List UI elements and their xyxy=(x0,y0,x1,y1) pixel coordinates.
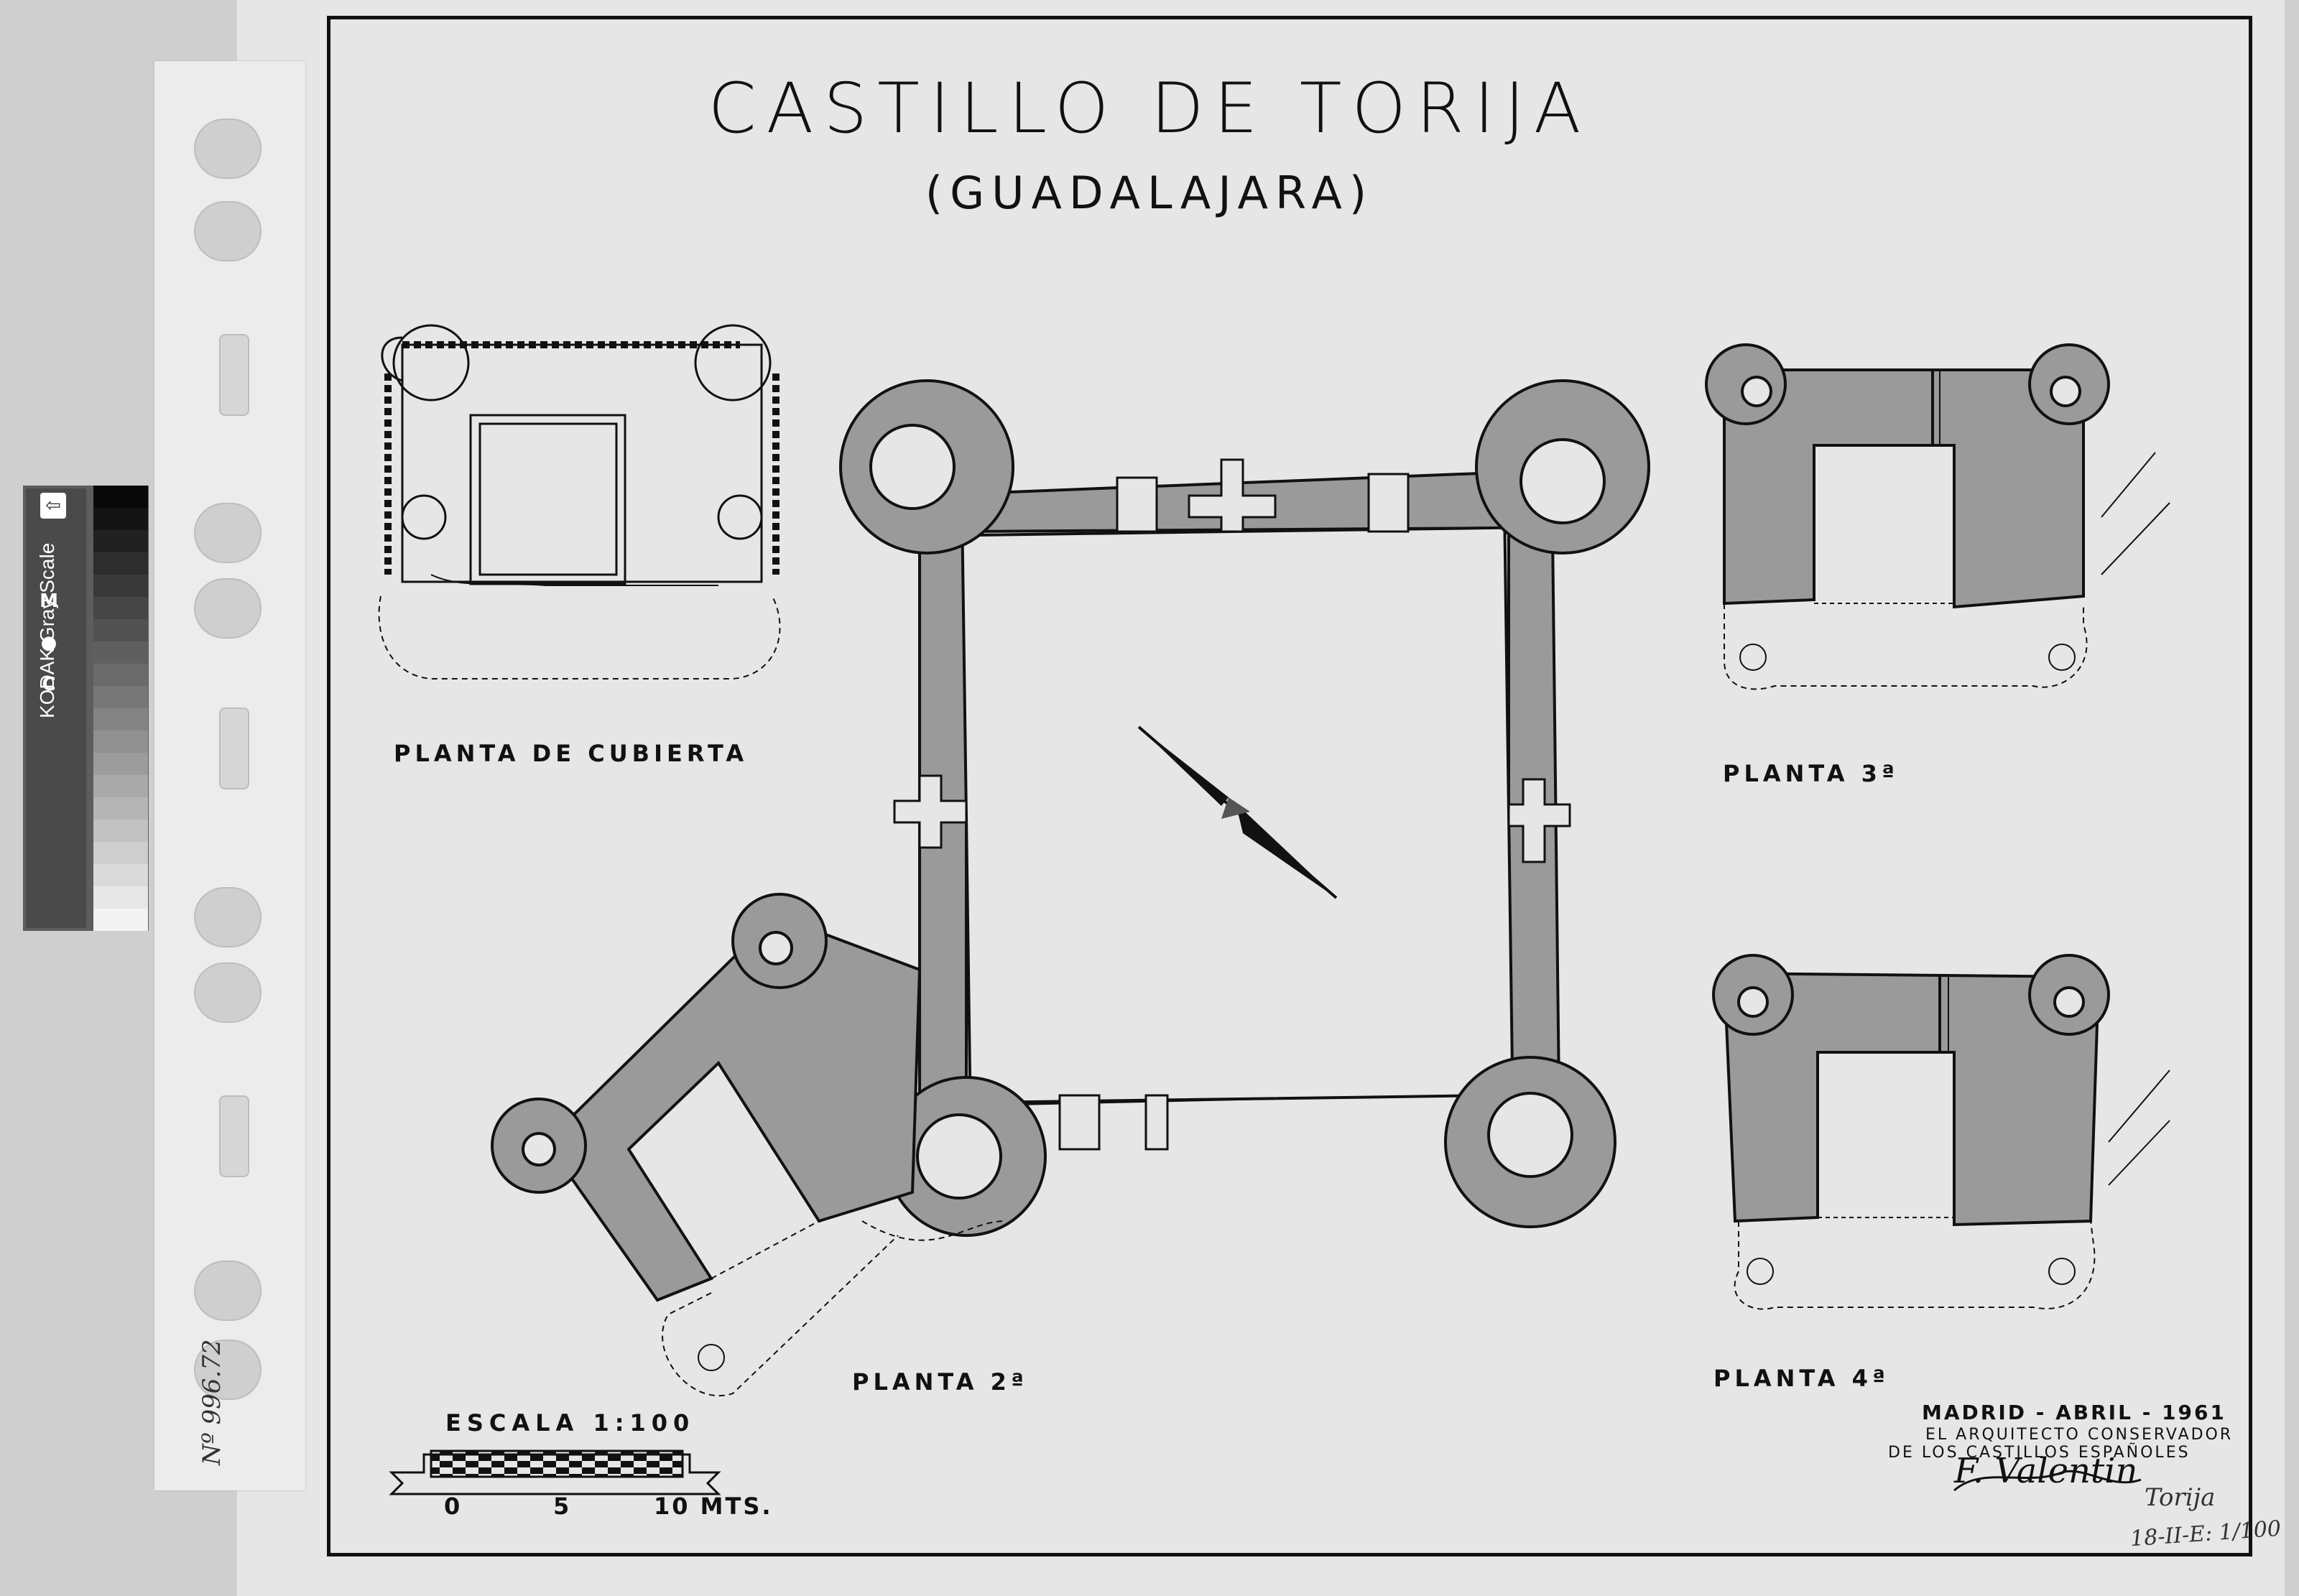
gray-patch xyxy=(93,730,148,753)
roof-tower-nw xyxy=(392,324,470,402)
label-floor2: PLANTA 2ª xyxy=(852,1368,1028,1396)
sheet-title: CASTILLO DE TORIJA xyxy=(708,68,1591,149)
binder-hole xyxy=(194,962,262,1023)
gray-patch xyxy=(93,575,148,597)
gray-patch xyxy=(93,797,148,820)
catalog-number: Nº 996.72 xyxy=(198,1339,226,1465)
scale-bar xyxy=(389,1449,721,1495)
kodak-c-label: C xyxy=(42,674,56,695)
credit-date: MADRID - ABRIL - 1961 xyxy=(1922,1401,2226,1424)
binder-hole xyxy=(194,887,262,947)
place-note: Torija xyxy=(2145,1483,2216,1512)
roof-plan xyxy=(378,324,781,679)
drawing-frame xyxy=(327,16,2252,1556)
label-roof-plan: PLANTA DE CUBIERTA xyxy=(394,740,749,767)
roof-keep-inner xyxy=(478,422,618,576)
gray-patch xyxy=(93,909,148,931)
scale-tick-0: 0 xyxy=(444,1493,465,1520)
floor3-plan xyxy=(1705,343,2170,690)
gray-patch xyxy=(93,664,148,686)
gray-patch xyxy=(93,886,148,909)
floor2-plan xyxy=(491,379,1650,1396)
gray-patch xyxy=(93,530,148,552)
north-arrow-icon xyxy=(1137,725,1338,899)
gray-patch xyxy=(93,820,148,842)
gray-patch xyxy=(93,597,148,619)
kodak-m-label: M xyxy=(40,590,58,612)
gray-patch xyxy=(93,486,148,508)
floor4-plan xyxy=(1712,954,2170,1310)
kodak-label-panel xyxy=(26,488,86,928)
scale-tick-10: 10 MTS. xyxy=(654,1493,773,1520)
scale-tick-5: 5 xyxy=(553,1493,574,1520)
binder-hole xyxy=(194,1340,262,1400)
gray-patch xyxy=(93,508,148,530)
kodak-arrow-icon: ⇦ xyxy=(40,493,66,519)
credit-line1: EL ARQUITECTO CONSERVADOR xyxy=(1925,1426,2234,1444)
binder-hole xyxy=(194,119,262,179)
gray-patch xyxy=(93,686,148,708)
label-floor4: PLANTA 4ª xyxy=(1713,1365,1889,1392)
gray-patch xyxy=(93,864,148,886)
kodak-color-marks: M ● C xyxy=(34,589,63,697)
binder-hole xyxy=(194,578,262,639)
gray-scale-patches xyxy=(93,486,148,931)
binder-slot xyxy=(219,707,249,789)
credit-line2: DE LOS CASTILLOS ESPAÑOLES xyxy=(1888,1444,2191,1462)
binder-slot xyxy=(219,334,249,416)
gray-patch xyxy=(93,619,148,641)
gray-patch xyxy=(93,753,148,775)
scale-label: ESCALA 1:100 xyxy=(445,1409,695,1437)
gray-patch xyxy=(93,775,148,797)
kodak-dot-icon: ● xyxy=(40,632,57,654)
gray-patch xyxy=(93,842,148,864)
sheet-subtitle: (GUADALAJARA) xyxy=(925,167,1374,219)
binder-slot xyxy=(219,1095,249,1177)
roof-keep-outer xyxy=(469,414,626,585)
signature: F. Valentin xyxy=(1954,1451,2138,1491)
binder-hole xyxy=(194,201,262,261)
gray-patch xyxy=(93,552,148,575)
binder-strip xyxy=(154,61,305,1490)
gray-patch xyxy=(93,641,148,664)
floor2-courtyard xyxy=(961,526,1514,1105)
binder-hole xyxy=(194,503,262,563)
binder-hole xyxy=(194,1261,262,1321)
gray-patch xyxy=(93,708,148,730)
label-floor3: PLANTA 3ª xyxy=(1723,760,1899,787)
roof-tower-ne xyxy=(694,324,772,402)
